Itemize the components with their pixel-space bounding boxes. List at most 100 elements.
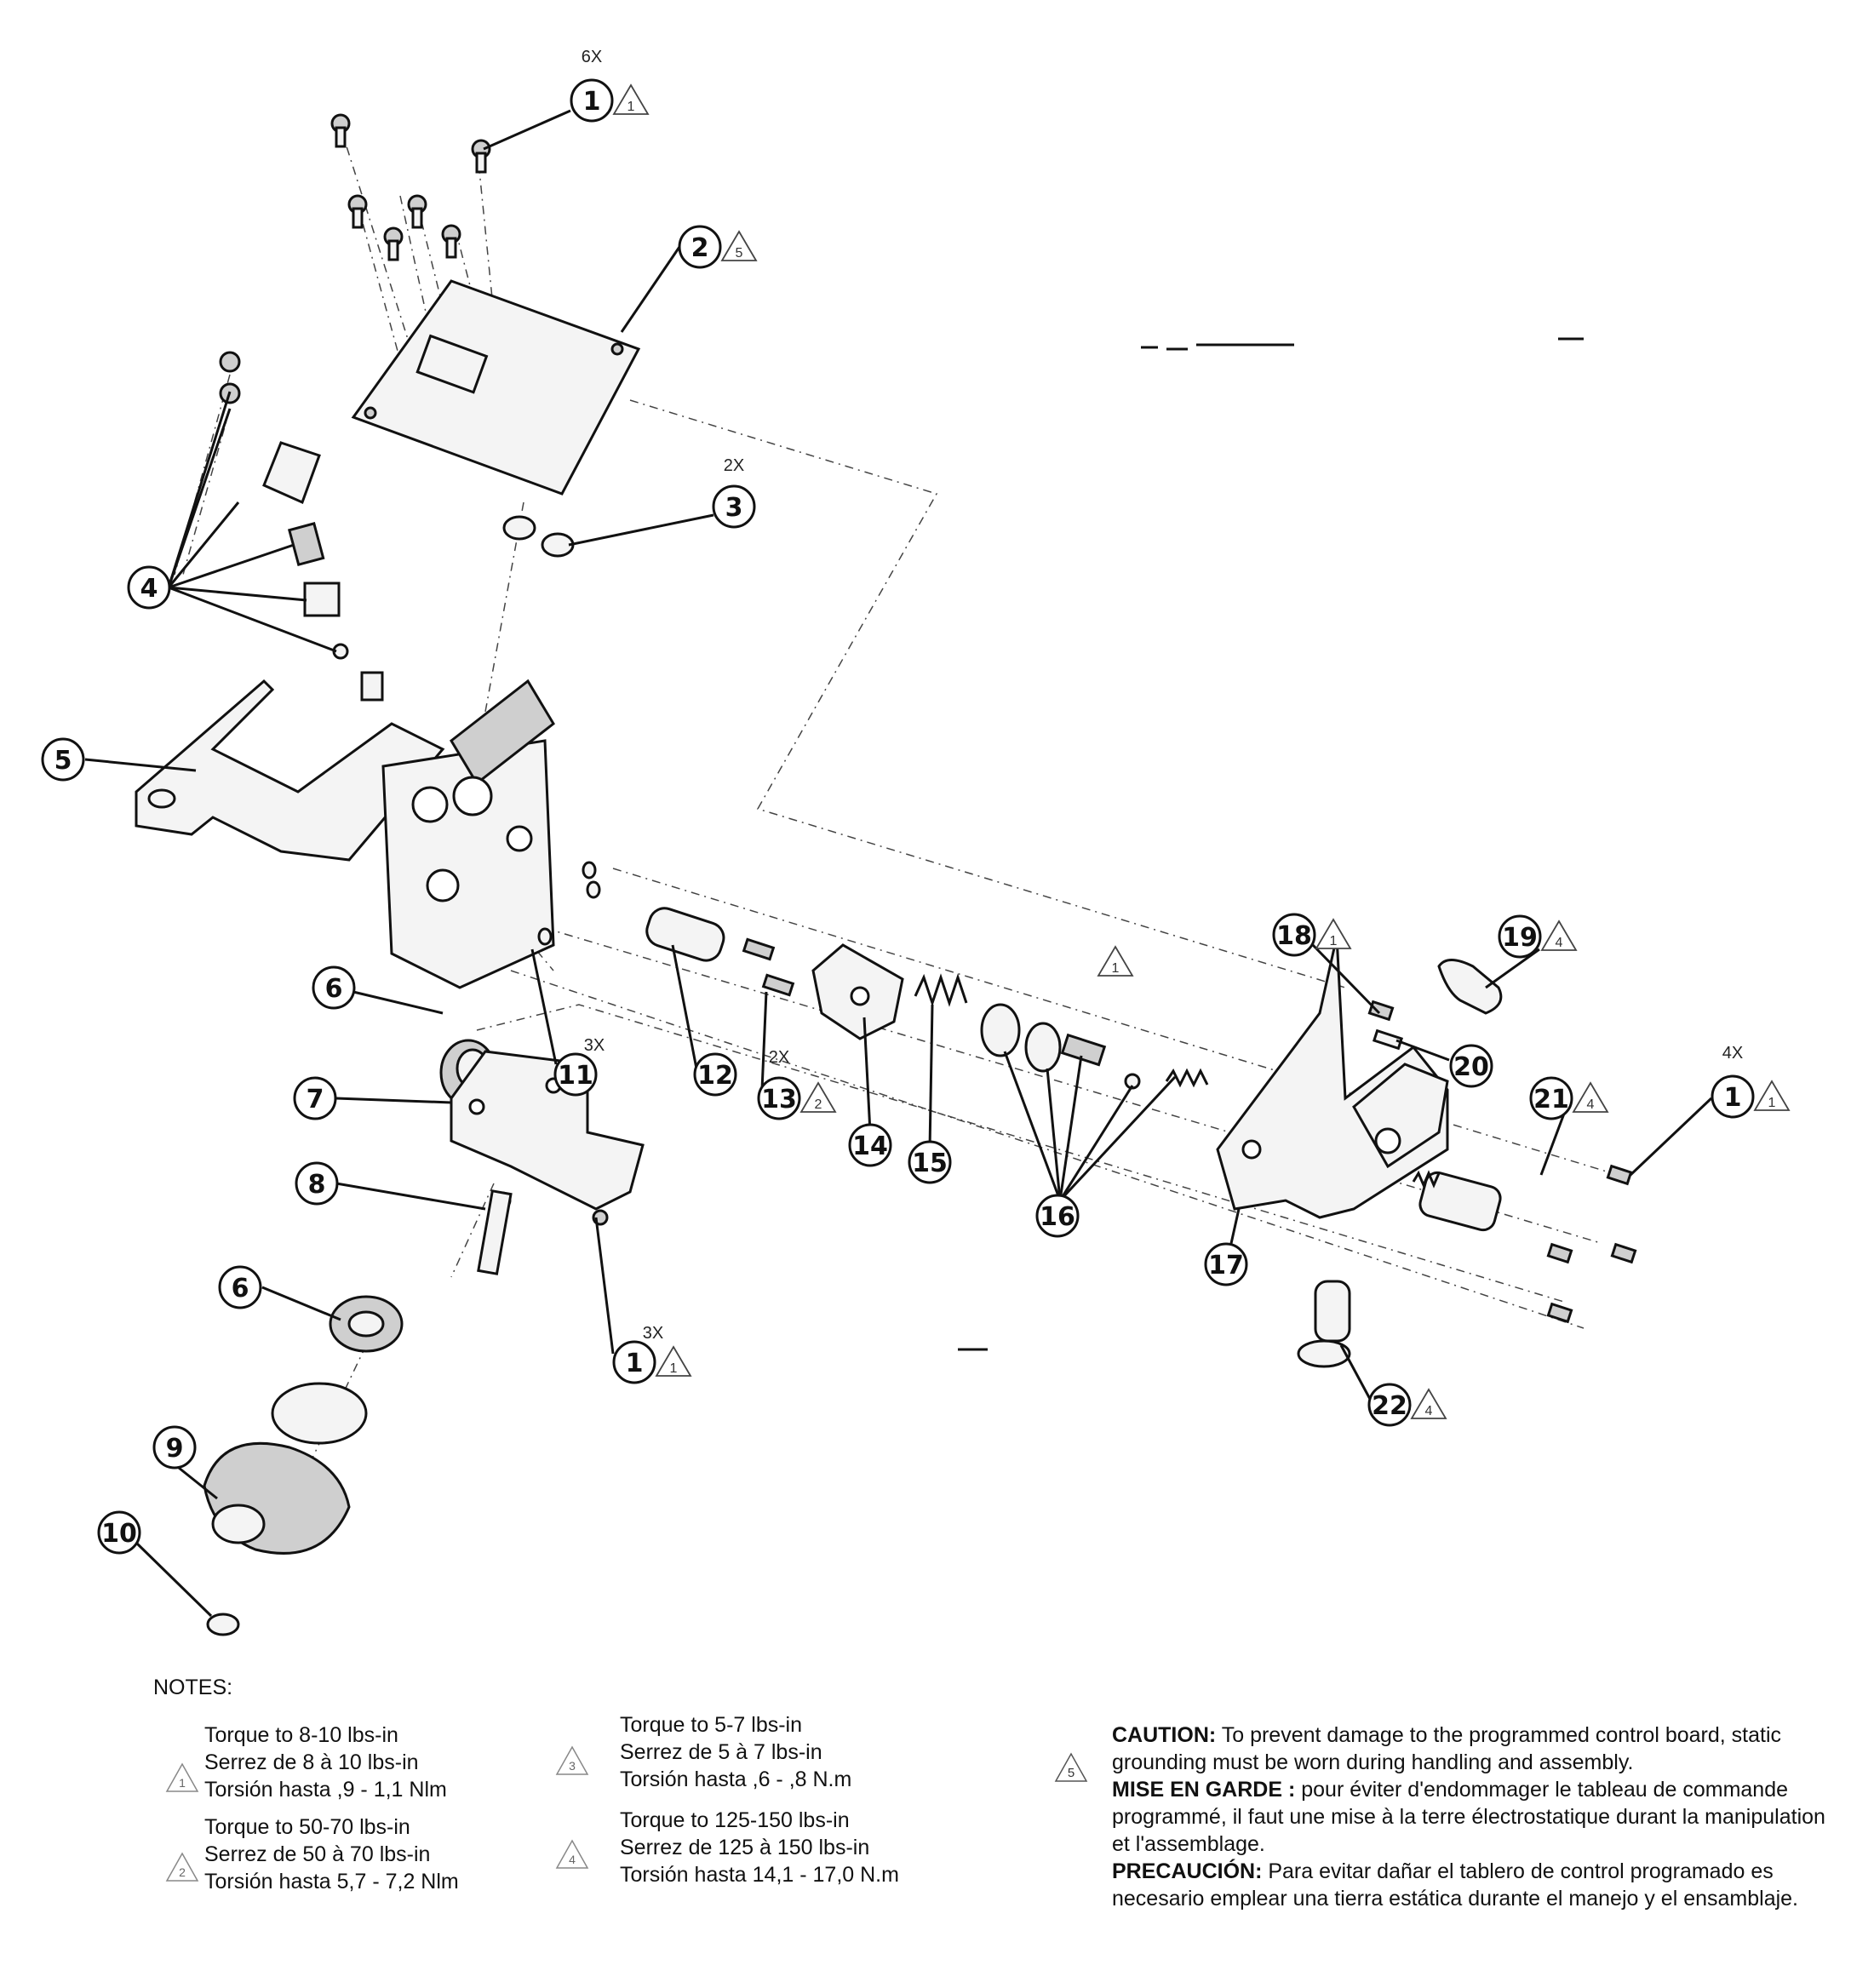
callout-13-bubble: 13 2X 2 [757, 1048, 837, 1120]
control-knob [203, 1382, 368, 1555]
note-1-line-en: Torque to 8-10 lbs-in [204, 1723, 398, 1747]
callout-9-bubble: 9 [152, 1425, 197, 1470]
callout-note-triangle-number: 1 [670, 1361, 678, 1376]
callout-number: 1 [626, 1349, 644, 1378]
callout-number: 7 [307, 1085, 324, 1114]
callout-note-triangle-number: 4 [1556, 936, 1563, 950]
callout-22-bubble: 22 4 [1367, 1383, 1447, 1427]
exploded-parts-diagram: 16X12532X456113X12132X214151678613X19101… [41, 48, 1791, 1636]
callout-number: 8 [308, 1170, 326, 1200]
callout-quantity: 4X [1722, 1044, 1743, 1063]
valve-body-bracket [135, 679, 555, 989]
caution-triangle-icon: 5 [1054, 1752, 1088, 1782]
misc-line-fragments [958, 337, 1584, 1351]
callout-number: 21 [1533, 1085, 1569, 1114]
callout-number: 17 [1208, 1251, 1244, 1280]
note-4-line-es: Torsión hasta 14,1 - 17,0 N.m [620, 1863, 899, 1887]
callout-number: 22 [1372, 1391, 1407, 1421]
note-3-line-en: Torque to 5-7 lbs-in [620, 1713, 803, 1737]
callout-note-triangle: 1 [655, 1345, 692, 1377]
callout-note-triangle: 4 [1410, 1388, 1447, 1419]
callout-number: 10 [101, 1519, 137, 1549]
note-3-triangle-icon: 3 [555, 1745, 589, 1775]
callout-quantity: 2X [769, 1048, 789, 1067]
callout-number: 6 [232, 1274, 249, 1303]
note-2-text: Torque to 50-70 lbs-in Serrez de 50 à 70… [204, 1813, 459, 1895]
caution-en-label: CAUTION: [1112, 1723, 1217, 1747]
note-3-triangle-number: 3 [569, 1759, 576, 1773]
note-3-line-es: Torsión hasta ,6 - ,8 N.m [620, 1767, 852, 1791]
caution-text: CAUTION: To prevent damage to the progra… [1112, 1722, 1827, 1912]
valve-seat-parts [980, 1003, 1209, 1090]
caution-es-text: Para evitar dañar el tablero de control … [1112, 1859, 1799, 1911]
note-4-line-en: Torque to 125-150 lbs-in [620, 1808, 850, 1832]
regulator-body [1216, 936, 1449, 1219]
callout-quantity: 3X [584, 1036, 605, 1055]
callout-note-triangle-number: 1 [628, 100, 635, 114]
callout-number: 19 [1502, 923, 1538, 953]
retaining-clip [206, 1613, 240, 1636]
spring [914, 973, 968, 1007]
note-2-line-es: Torsión hasta 5,7 - 7,2 Nlm [204, 1870, 459, 1893]
screws-13 [742, 937, 795, 997]
plug [1297, 1280, 1351, 1368]
callout-7-bubble: 7 [293, 1076, 337, 1120]
note-1-triangle-icon: 1 [165, 1762, 199, 1792]
callout-number: 18 [1276, 921, 1312, 951]
caution-fr-label: MISE EN GARDE : [1112, 1778, 1296, 1802]
callout-1-bubble: 1 3X 1 [612, 1324, 692, 1384]
caution-es-label: PRECAUCIÓN: [1112, 1859, 1263, 1883]
callout-note-triangle-number: 4 [1425, 1404, 1433, 1418]
shaft [477, 1189, 513, 1275]
callout-4-bubble: 4 [127, 565, 171, 610]
inlet-fitting [1412, 1170, 1502, 1232]
callout-note-triangle: 4 [1572, 1081, 1609, 1113]
callout-17-bubble: 17 [1204, 1242, 1248, 1286]
gear-lower [329, 1295, 404, 1353]
callout-number: 2 [691, 233, 709, 263]
callout-note-triangle: 1 [612, 83, 650, 115]
callout-14-bubble: 14 [848, 1123, 892, 1167]
caution-triangle-number: 5 [1068, 1766, 1074, 1780]
callout-number: 11 [558, 1061, 593, 1091]
caution-fr-text: pour éviter d'endommager le tableau de c… [1112, 1778, 1825, 1856]
callout-number: 14 [852, 1131, 888, 1161]
callout-6-bubble: 6 [218, 1265, 262, 1309]
note-1-line-es: Torsión hasta ,9 - 1,1 Nlm [204, 1778, 447, 1802]
callout-number: 6 [325, 974, 343, 1004]
callout-number: 12 [697, 1061, 733, 1091]
callout-10-bubble: 10 [97, 1510, 141, 1555]
callout-note-triangle-number: 1 [1768, 1096, 1776, 1110]
note-1-triangle-number: 1 [179, 1776, 186, 1790]
callout-quantity: 2X [724, 456, 744, 475]
note-3-line-fr: Serrez de 5 à 7 lbs-in [620, 1740, 822, 1764]
callout-note-triangle-number: 4 [1587, 1097, 1595, 1112]
gear-housing [450, 1050, 645, 1226]
callout-21-bubble: 21 4 [1529, 1076, 1609, 1120]
callout-number: 20 [1453, 1052, 1489, 1082]
callout-note-triangle-number: 2 [815, 1097, 822, 1112]
note-4-triangle-number: 4 [569, 1853, 576, 1866]
callout-8-bubble: 8 [295, 1161, 339, 1206]
callout-6-bubble: 6 [312, 965, 356, 1010]
note-2-triangle-icon: 2 [165, 1852, 199, 1882]
small-rings [537, 861, 601, 946]
callout-5-bubble: 5 [41, 737, 85, 782]
leader-lines [84, 109, 1713, 1618]
note-4-line-fr: Serrez de 125 à 150 lbs-in [620, 1836, 870, 1859]
callout-number: 4 [140, 574, 158, 604]
note-2-triangle-number: 2 [179, 1865, 186, 1879]
note-2-line-en: Torque to 50-70 lbs-in [204, 1815, 410, 1839]
note-1-line-fr: Serrez de 8 à 10 lbs-in [204, 1750, 419, 1774]
callout-note-triangle: 2 [799, 1081, 837, 1113]
callout-note-triangle: 5 [720, 230, 758, 261]
callout-number: 13 [761, 1085, 797, 1114]
callout-3-bubble: 32X [712, 456, 756, 529]
callout-number: 16 [1040, 1202, 1075, 1232]
callout-note-triangle-number: 5 [736, 246, 743, 261]
callout-quantity: 3X [643, 1324, 663, 1343]
